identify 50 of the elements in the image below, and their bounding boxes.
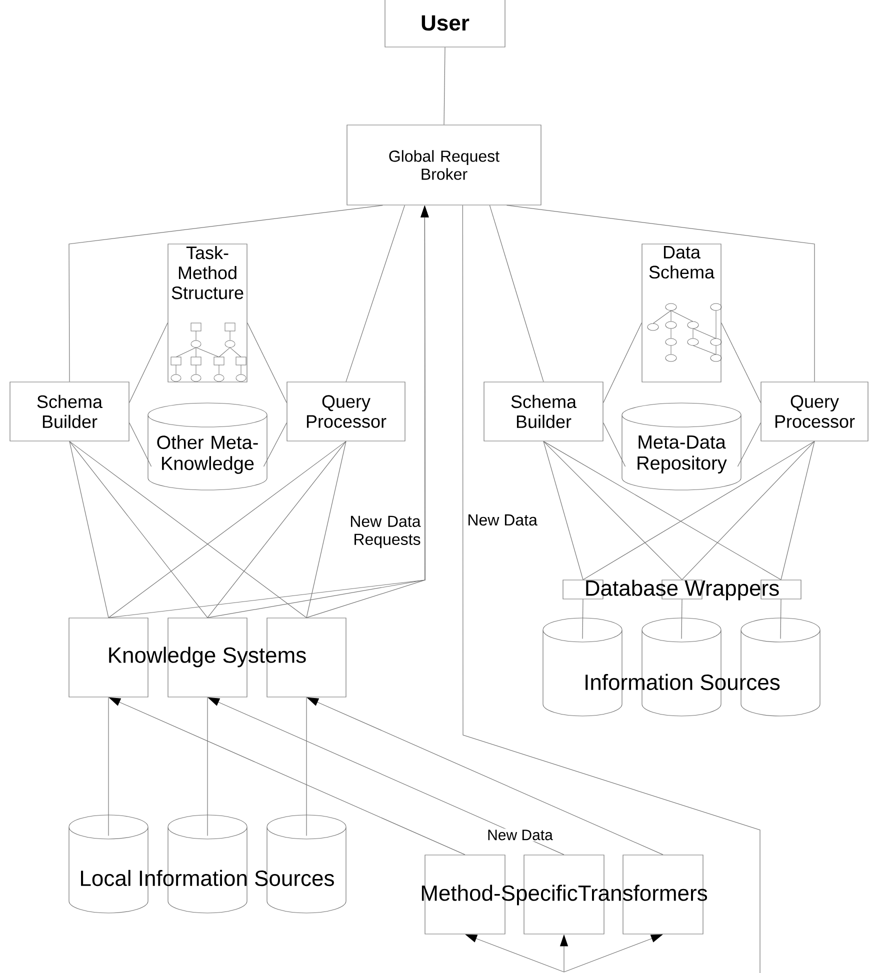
connector-line bbox=[681, 599, 682, 640]
process-box: Query Processor bbox=[760, 382, 868, 442]
connector-line bbox=[247, 322, 287, 403]
connector-line bbox=[129, 322, 168, 403]
connector-line bbox=[69, 441, 208, 618]
connector-line bbox=[306, 697, 307, 836]
connector-line bbox=[68, 205, 383, 382]
connector-line bbox=[462, 205, 760, 973]
connector-line bbox=[780, 599, 782, 640]
connector-line bbox=[737, 422, 761, 467]
process-box: Schema Builder bbox=[484, 382, 604, 442]
edge-label: New Data Requests bbox=[340, 514, 422, 550]
group-label: Method-SpecificTransformers bbox=[422, 884, 708, 906]
connector-line bbox=[108, 697, 109, 836]
edge-label: New Data bbox=[466, 513, 538, 527]
connector-line bbox=[306, 441, 346, 618]
connector-line bbox=[263, 422, 287, 467]
connector-line bbox=[543, 441, 682, 580]
process-box: Query Processor bbox=[286, 382, 406, 442]
process-box: Schema Builder bbox=[10, 382, 130, 442]
database-cylinder: Other Meta-Knowledge bbox=[148, 402, 268, 490]
structure-box: Task-Method Structure bbox=[168, 244, 248, 382]
connector-line bbox=[207, 441, 346, 618]
connector-line bbox=[603, 422, 626, 467]
connector-line bbox=[543, 441, 782, 580]
process-box: User bbox=[384, 0, 506, 48]
connector-line bbox=[489, 205, 544, 382]
connector-line bbox=[543, 441, 584, 580]
group-label: Information Sources bbox=[586, 674, 780, 690]
connector-line bbox=[682, 441, 815, 580]
connector-line bbox=[780, 441, 815, 580]
group-label: Local Information Sources bbox=[81, 870, 334, 886]
connector-line bbox=[603, 322, 642, 403]
connector-line bbox=[582, 599, 584, 640]
connector-line bbox=[69, 441, 109, 618]
connector-line bbox=[506, 205, 815, 382]
connector-line bbox=[721, 322, 761, 403]
connector-line bbox=[69, 441, 307, 618]
connector-line bbox=[207, 697, 208, 836]
connector-line bbox=[346, 205, 405, 382]
connector-line bbox=[444, 47, 446, 125]
process-box: Global Request Broker bbox=[346, 124, 542, 206]
connector-line bbox=[108, 441, 346, 618]
edge-label: New Data bbox=[486, 828, 554, 842]
group-label: Knowledge Systems bbox=[109, 646, 306, 668]
connector-line bbox=[129, 422, 152, 467]
connector-line bbox=[582, 441, 815, 580]
structure-box: Data Schema bbox=[642, 244, 722, 382]
database-cylinder: Meta-Data Repository bbox=[622, 402, 742, 490]
group-label: Database Wrappers bbox=[586, 580, 779, 600]
